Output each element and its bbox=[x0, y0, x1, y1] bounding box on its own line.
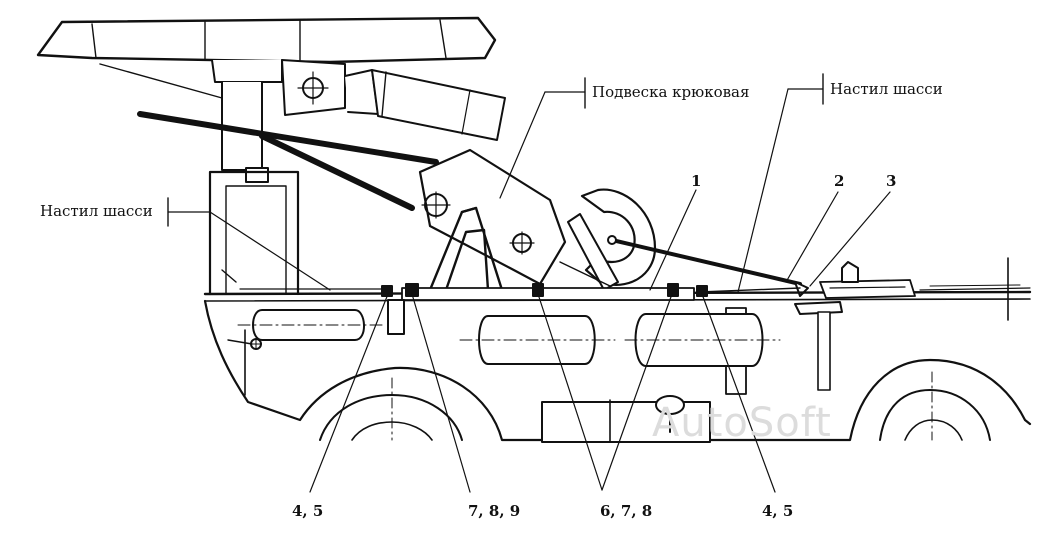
watermark: AutoSoft bbox=[652, 400, 832, 446]
callout-2: 2 bbox=[834, 172, 845, 190]
callout-7-8-9: 7, 8, 9 bbox=[468, 502, 521, 520]
air-tank-middle bbox=[459, 315, 616, 365]
hook-suspension-block bbox=[418, 148, 657, 291]
right-rails bbox=[725, 257, 1031, 395]
wheel-left bbox=[319, 377, 463, 441]
label-chassis-deck-left: Настил шасси bbox=[40, 202, 153, 220]
callout-4-5-right: 4, 5 bbox=[762, 502, 794, 520]
a-frame-stand bbox=[428, 206, 504, 292]
label-hook-suspension: Подвеска крюковая bbox=[592, 83, 750, 101]
brace-rod bbox=[607, 235, 809, 297]
wheel-right bbox=[879, 371, 991, 441]
chassis-body bbox=[203, 299, 1032, 442]
callout-1: 1 bbox=[691, 172, 702, 190]
air-tank-left bbox=[237, 299, 405, 341]
label-chassis-deck-right: Настил шасси bbox=[830, 80, 943, 98]
air-tank-right bbox=[624, 313, 781, 367]
callout-4-5-left: 4, 5 bbox=[292, 502, 324, 520]
slings bbox=[137, 111, 439, 211]
leader-lines bbox=[167, 88, 891, 493]
callout-6-7-8: 6, 7, 8 bbox=[600, 502, 653, 520]
callout-3: 3 bbox=[886, 172, 897, 190]
hydraulic-cylinder bbox=[281, 59, 506, 141]
left-frame bbox=[208, 170, 300, 296]
seat-platform bbox=[36, 16, 497, 83]
